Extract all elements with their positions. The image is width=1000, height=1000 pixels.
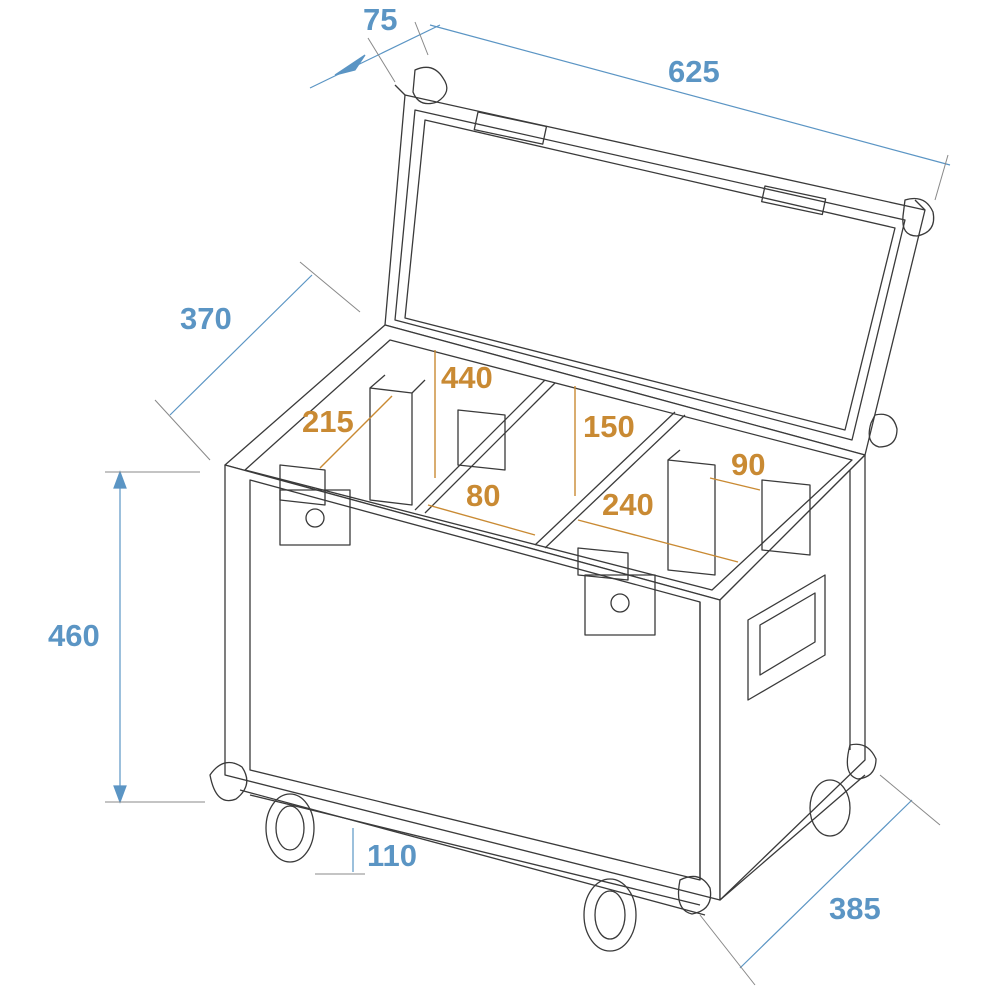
dimension-compartment-width-a: 80 xyxy=(466,478,501,513)
dimension-lid-depth: 75 xyxy=(363,2,398,37)
case-body xyxy=(209,324,877,952)
dimension-compartment-width-c: 90 xyxy=(731,447,766,482)
dimension-caster-height: 110 xyxy=(367,838,418,873)
dimension-depth-top: 370 xyxy=(180,301,232,336)
dimension-depth-bottom: 385 xyxy=(829,891,881,926)
dimension-length: 625 xyxy=(668,54,720,89)
outer-dimension-lines xyxy=(113,24,951,969)
dimension-compartment-width-b: 240 xyxy=(602,487,654,522)
dimension-compartment-depth: 215 xyxy=(302,404,354,439)
dimension-inner-height: 440 xyxy=(441,360,493,395)
dimension-height: 460 xyxy=(48,618,100,653)
lid xyxy=(384,66,935,456)
dimension-divider-height: 150 xyxy=(583,409,635,444)
inner-dimension-lines xyxy=(319,350,761,563)
extension-lines xyxy=(105,21,949,986)
